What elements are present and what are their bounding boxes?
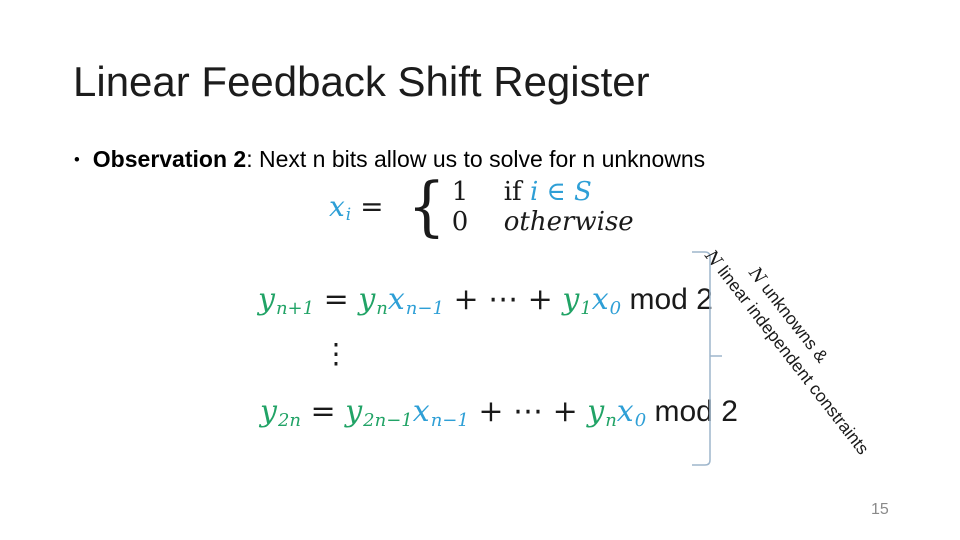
math-token: i — [529, 177, 539, 207]
math-token: xn−1 — [412, 394, 469, 431]
math-token: y2n−1 — [345, 394, 413, 431]
math-token: y1 — [562, 282, 592, 319]
math-subscript: n — [376, 297, 388, 319]
math-token: + ⋯ + — [468, 394, 588, 429]
slide-title: Linear Feedback Shift Register — [73, 58, 650, 105]
math-token: if — [503, 177, 530, 207]
math-token: ∈ — [538, 177, 575, 207]
piecewise-row-2: 0 otherwise — [452, 207, 634, 237]
math-token: xn−1 — [387, 282, 444, 319]
piecewise-row-2-condition: otherwise — [504, 207, 634, 237]
piecewise-lhs: xi = — [329, 190, 384, 224]
math-token: yn+1 — [258, 282, 315, 319]
math-token: x0 — [616, 394, 647, 431]
math-token: y2n — [260, 394, 301, 431]
math-token: xi — [329, 189, 352, 225]
math-token: yn — [587, 394, 617, 431]
piecewise-row-1-value: 1 — [452, 177, 504, 207]
bullet-bold-text: Observation 2 — [92, 146, 247, 172]
math-subscript: n+1 — [275, 297, 315, 319]
bracket-spine — [692, 251, 711, 466]
piecewise-row-2-value: 0 — [452, 207, 504, 237]
bullet-marker: • — [74, 150, 80, 169]
math-subscript: i — [345, 204, 352, 225]
math-token: mod 2 — [621, 283, 713, 316]
equation-yn1: yn+1 = ynxn−1 + ⋯ + y1x0 mod 2 — [258, 282, 713, 319]
math-token: otherwise — [503, 207, 634, 237]
math-token: = — [351, 189, 384, 223]
math-token: mod 2 — [646, 395, 738, 428]
math-subscript: 2n−1 — [363, 409, 413, 431]
math-subscript: 1 — [580, 297, 592, 319]
math-token: 1 — [451, 177, 469, 207]
page-number: 15 — [871, 501, 889, 518]
grouping-bracket — [692, 251, 722, 466]
equation-y2n: y2n = y2n−1xn−1 + ⋯ + ynx0 mod 2 — [260, 394, 738, 431]
bullet-text: Observation 2: Next n bits allow us to s… — [93, 146, 705, 172]
piecewise-row-1-condition: if i ∈ S — [504, 177, 592, 207]
math-token: = — [314, 282, 359, 317]
math-token: S — [574, 177, 592, 207]
math-token: x0 — [591, 282, 622, 319]
vertical-ellipsis: ⋮ — [322, 337, 350, 370]
math-subscript: n−1 — [430, 409, 469, 431]
curly-brace-glyph: { — [407, 169, 446, 245]
math-token: yn — [358, 282, 388, 319]
piecewise-rows: 1 if i ∈ S 0 otherwise — [452, 177, 634, 237]
math-subscript: n−1 — [405, 297, 444, 319]
math-token: + ⋯ + — [443, 282, 563, 317]
math-subscript: 0 — [634, 409, 647, 431]
bullet-rest-text: : Next n bits allow us to solve for n un… — [246, 146, 706, 172]
observation-bullet: • Observation 2: Next n bits allow us to … — [74, 146, 705, 173]
math-token: 0 — [451, 207, 469, 237]
piecewise-row-1: 1 if i ∈ S — [452, 177, 634, 207]
math-subscript: 2n — [277, 409, 301, 431]
piecewise-definition: xi = { 1 if i ∈ S 0 otherwise — [329, 169, 634, 245]
math-subscript: 0 — [609, 297, 622, 319]
math-subscript: n — [605, 409, 617, 431]
math-token: = — [301, 394, 346, 429]
